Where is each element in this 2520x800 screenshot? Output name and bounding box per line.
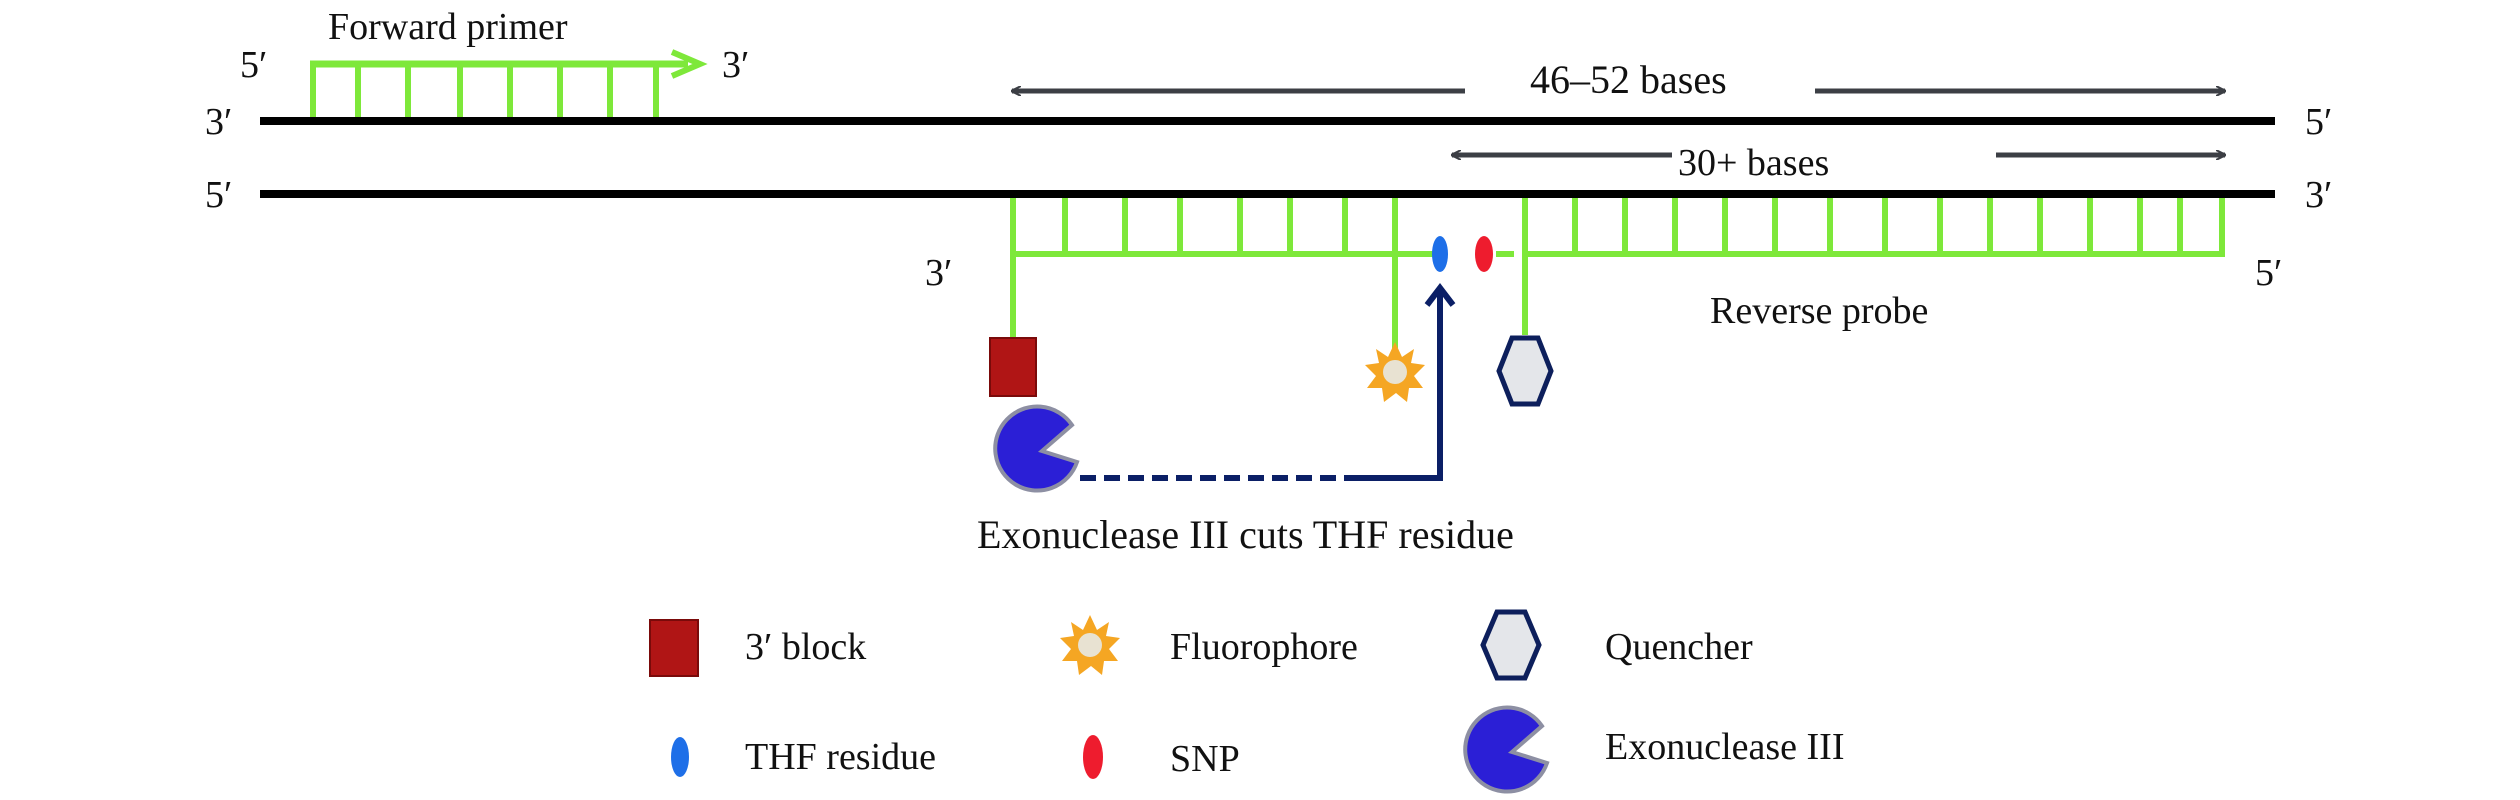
legend-quencher-icon [1480, 609, 1542, 681]
legend-exo-label: Exonuclease III [1605, 726, 1845, 768]
forward-primer-label: Forward primer [328, 6, 568, 48]
bottom-strand-left-label: 5′ [205, 174, 232, 216]
legend-block-label: 3′ block [745, 626, 866, 668]
top-strand-right-label: 5′ [2305, 101, 2332, 143]
span-outer-label: 46–52 bases [1530, 57, 1727, 102]
bottom-strand-right-label: 3′ [2305, 174, 2332, 216]
top-strand-left-label: 3′ [205, 101, 232, 143]
snp-icon [1475, 236, 1493, 272]
reverse-probe [1010, 198, 2225, 350]
legend-thf-label: THF residue [745, 736, 936, 778]
3prime-block-icon [989, 337, 1037, 397]
legend-fluor-label: Fluorophore [1170, 626, 1358, 668]
exo-pointer-arrowhead [1424, 283, 1456, 307]
forward-primer-arrowhead [670, 49, 708, 79]
exo-cut-label: Exonuclease III cuts THF residue [977, 512, 1514, 557]
legend: 3′ block Fluorophore Quencher THF residu… [649, 609, 1845, 794]
reverse-probe-3prime-label: 3′ [925, 252, 952, 294]
forward-primer-3prime-label: 3′ [722, 44, 749, 86]
legend-snp-label: SNP [1170, 738, 1240, 780]
fluorophore-icon [1365, 342, 1425, 402]
legend-fluor-icon [1060, 615, 1120, 675]
span-inner-label: 30+ bases [1678, 142, 1829, 184]
forward-primer [310, 49, 708, 117]
thf-residue-icon [1432, 236, 1448, 272]
quencher-icon [1496, 335, 1554, 407]
legend-thf-icon [671, 737, 689, 777]
legend-snp-icon [1083, 735, 1103, 779]
forward-primer-5prime-label: 5′ [240, 44, 267, 86]
legend-block-icon [649, 619, 699, 677]
legend-quencher-label: Quencher [1605, 626, 1753, 668]
exonuclease-iii-icon [993, 404, 1080, 493]
legend-exo-icon [1463, 705, 1550, 794]
reverse-probe-5prime-label: 5′ [2255, 252, 2282, 294]
exo-pointer-arrow [1350, 292, 1443, 481]
reverse-probe-label: Reverse probe [1710, 290, 1928, 332]
forward-primer-rungs [310, 64, 659, 117]
